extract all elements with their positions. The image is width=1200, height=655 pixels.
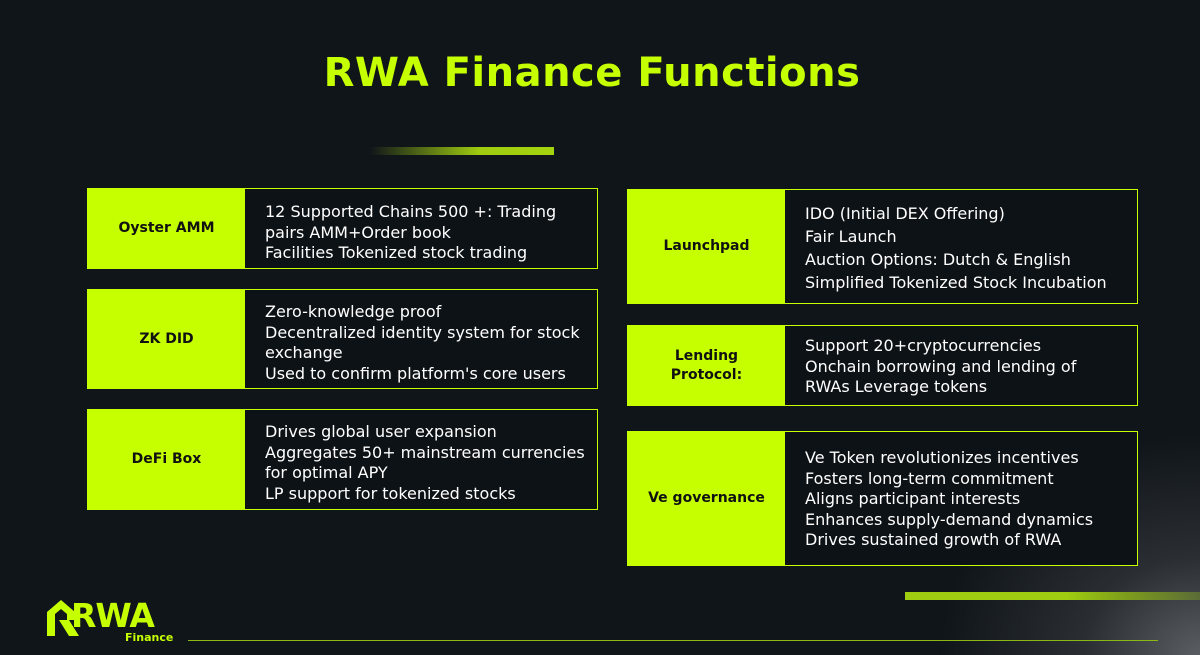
card-label-line: Lending (674, 347, 739, 364)
card-zk-did: ZK DID Zero-knowledge proof Decentralize… (87, 289, 598, 389)
card-line: Fair Launch (805, 227, 897, 246)
title-underline-bar (370, 147, 554, 155)
card-ve-governance: Ve governance Ve Token revolutionizes in… (627, 431, 1138, 566)
card-line: Zero-knowledge proof (265, 302, 442, 321)
card-launchpad: Launchpad IDO (Initial DEX Offering) Fai… (627, 189, 1138, 304)
card-line: Onchain borrowing and lending of (805, 356, 1077, 376)
logo-word: RWA (71, 596, 155, 635)
card-defi-box: DeFi Box Drives global user expansion Ag… (87, 409, 598, 510)
card-line: Drives sustained growth of RWA (805, 530, 1062, 549)
card-body: Support 20+cryptocurrencies Onchain borr… (785, 326, 1137, 405)
card-line: Enhances supply-demand dynamics (805, 509, 1094, 529)
card-body: 12 Supported Chains 500 +: Trading pairs… (245, 189, 597, 268)
card-label: Launchpad (628, 190, 785, 303)
card-line: Fosters long-term commitment (805, 468, 1054, 488)
card-body: Ve Token revolutionizes incentives Foste… (785, 432, 1137, 565)
card-line: LP support for tokenized stocks (265, 483, 516, 503)
page-title: RWA Finance Functions (0, 50, 1200, 96)
rwa-finance-logo: RWA Finance (45, 596, 195, 651)
logo-subtitle: Finance (125, 631, 174, 644)
card-label: DeFi Box (88, 410, 245, 509)
card-line: IDO (Initial DEX Offering) (805, 204, 1005, 223)
card-line: RWAs Leverage tokens (805, 377, 988, 396)
card-line: Aggregates 50+ mainstream currencies (265, 442, 585, 462)
card-line: exchange (265, 343, 343, 362)
card-line: Simplified Tokenized Stock Incubation (805, 273, 1107, 292)
card-body: Zero-knowledge proof Decentralized ident… (245, 290, 597, 388)
card-body: Drives global user expansion Aggregates … (245, 410, 597, 509)
card-line: Aligns participant interests (805, 489, 1021, 508)
card-line: Ve Token revolutionizes incentives (805, 448, 1079, 467)
card-line: Decentralized identity system for stock (265, 322, 580, 342)
card-lending-protocol: Lending Protocol: Support 20+cryptocurre… (627, 325, 1138, 406)
card-oyster-amm: Oyster AMM 12 Supported Chains 500 +: Tr… (87, 188, 598, 269)
rwa-logo-mark-icon (47, 600, 79, 636)
card-line: Used to confirm platform's core users (265, 363, 566, 383)
card-line: 12 Supported Chains 500 +: Trading (265, 202, 557, 221)
card-label: Ve governance (628, 432, 785, 565)
card-label-line: Protocol: (670, 366, 743, 383)
card-line: for optimal APY (265, 463, 388, 482)
card-label: Oyster AMM (88, 189, 245, 268)
card-line: Auction Options: Dutch & English (805, 250, 1071, 269)
footer-divider (188, 640, 1158, 641)
card-label: ZK DID (88, 290, 245, 388)
card-label: Lending Protocol: (628, 326, 785, 405)
card-line: pairs AMM+Order book (265, 222, 451, 242)
card-line: Facilities Tokenized stock trading (265, 243, 528, 262)
card-line: Drives global user expansion (265, 422, 497, 441)
accent-bar-bottom-right (905, 592, 1200, 600)
page-title-text: RWA Finance Functions (323, 50, 861, 96)
card-line: Support 20+cryptocurrencies (805, 336, 1042, 355)
card-body: IDO (Initial DEX Offering) Fair Launch A… (785, 190, 1137, 303)
